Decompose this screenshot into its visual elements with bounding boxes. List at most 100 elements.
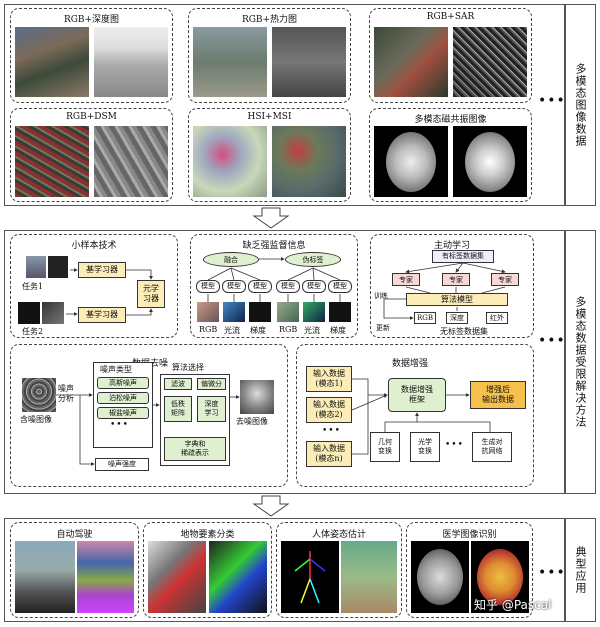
depth-map-image [94, 27, 168, 97]
panel-rgb-depth-title: RGB+深度图 [63, 15, 120, 25]
top-section-label: 多模态图像数据 [574, 63, 587, 147]
few-shot-title: 小样本技术 [71, 241, 117, 251]
bottom-section [4, 518, 565, 622]
input-modality-1-label: 输入数据 (模态1) [313, 369, 345, 388]
bottom-section-label: 典型应用 [574, 546, 587, 594]
noisy-image-label: 含噪图像 [20, 415, 52, 424]
driving-segmentation-image [77, 541, 134, 613]
depth-box: 深度 [446, 312, 468, 324]
msi-image [272, 126, 346, 197]
input-label-6: 梯度 [330, 326, 346, 335]
active-learning-title: 主动学习 [433, 241, 470, 251]
input-label-3: 梯度 [250, 326, 266, 335]
salt-noise-box: 椒盐噪声 [97, 407, 149, 419]
expert-box-1: 专家 [392, 273, 420, 286]
meta-learner-label: 元学 习器 [143, 284, 159, 303]
augmentation-framework-label: 数据增强 框架 [401, 385, 433, 404]
input-ellipsis: ••• [322, 426, 341, 436]
input-modality-2-label: 输入数据 (模态2) [313, 400, 345, 419]
low-rank-box: 低秩 矩阵 [164, 396, 192, 422]
input-thumb-6 [329, 302, 351, 322]
augmentation-framework-box: 数据增强 框架 [388, 378, 446, 412]
low-rank-label: 低秩 矩阵 [171, 400, 185, 417]
input-modality-1: 输入数据 (模态1) [306, 366, 352, 392]
gan-label: 生成对 抗网络 [481, 438, 503, 455]
task2-label: 任务2 [22, 327, 44, 336]
denoised-image-label: 去噪图像 [236, 417, 268, 426]
middle-section [4, 230, 565, 494]
panel-rgb-sar-title: RGB+SAR [426, 12, 475, 22]
model-box-3: 模型 [248, 280, 272, 293]
dictionary-sparse-label: 字典和 稀疏表示 [181, 440, 209, 457]
augment-ellipsis: ••• [445, 440, 464, 450]
noise-type-label: 噪声类型 [100, 365, 132, 374]
pose-tennis-image [341, 541, 397, 613]
task1-label: 任务1 [22, 282, 44, 291]
input-modality-2: 输入数据 (模态2) [306, 397, 352, 423]
geometric-transform-label: 几何 变换 [378, 438, 392, 455]
pseudo-label-oval: 伪标签 [285, 252, 341, 267]
optical-transform-label: 光学 变换 [418, 438, 432, 455]
medical-mri-image [411, 541, 469, 613]
gaussian-noise-box: 高斯噪声 [97, 377, 149, 389]
noisy-input-image [22, 378, 56, 412]
panel-rgb-thermal-title: RGB+热力图 [241, 15, 298, 25]
medical-segmentation-image [471, 541, 529, 613]
task1-image-a [26, 256, 46, 278]
medical-brain-gray [417, 549, 463, 605]
driving-scene-image [15, 541, 75, 613]
pose-skeleton-image [281, 541, 339, 613]
mri-brain-1 [386, 132, 436, 192]
bottom-section-label-box: 典型应用 [565, 518, 596, 622]
denoised-output-image [240, 380, 274, 414]
noise-analysis-label: 噪声 分析 [58, 384, 74, 403]
skeleton-drawing [294, 551, 326, 604]
panel-mri-title: 多模态磁共振图像 [414, 115, 487, 125]
input-modality-n: 输入数据 (模态n) [306, 441, 352, 467]
watermark: 知乎 @Pascal [474, 598, 552, 612]
fusion-oval: 融合 [203, 252, 259, 267]
noise-type-container [93, 362, 153, 448]
model-box-6: 模型 [328, 280, 352, 293]
task2-image-a [18, 302, 40, 324]
input-label-1: RGB [199, 325, 218, 334]
meta-learner: 元学 习器 [137, 280, 165, 308]
model-box-1: 模型 [196, 280, 220, 293]
input-thumb-4 [277, 302, 299, 322]
noise-strength-box: 噪声强度 [95, 458, 149, 471]
mri-image-1 [374, 126, 448, 197]
thermal-image [272, 27, 346, 97]
rgb-aerial-image [374, 27, 448, 97]
top-section-label-box: 多模态图像数据 [565, 4, 596, 206]
middle-section-label-box: 多模态数据受限解决方法 [565, 230, 596, 494]
input-thumb-3 [249, 302, 271, 322]
panel-hsi-msi-title: HSI+MSI [247, 112, 292, 122]
top-section [4, 4, 565, 206]
rgb-statue-image [15, 27, 89, 97]
rgb-bike-rack-image [193, 27, 267, 97]
model-box-5: 模型 [302, 280, 326, 293]
gan-box: 生成对 抗网络 [472, 432, 512, 462]
rgb-box: RGB [414, 312, 436, 324]
mri-image-2 [453, 126, 527, 197]
input-label-2: 光流 [224, 326, 240, 335]
land-cover-classification-image [209, 541, 267, 613]
input-thumb-1 [197, 302, 219, 322]
augmentation-title: 数据增强 [391, 359, 428, 369]
rgb-city-image [15, 126, 89, 197]
land-cover-aerial-image [148, 541, 206, 613]
app-pose-estimation-title: 人体姿态估计 [311, 530, 366, 540]
train-label: 训练 [374, 292, 388, 300]
top-ellipsis-1: ••• [538, 93, 566, 109]
weak-supervision-title: 缺乏强监督信息 [242, 241, 306, 251]
poisson-noise-box: 泊松噪声 [97, 392, 149, 404]
expert-box-3: 专家 [491, 273, 519, 286]
labeled-dataset-box: 有标签数据集 [432, 250, 494, 263]
task1-image-b [48, 256, 68, 278]
app-land-cover-title: 地物要素分类 [180, 530, 235, 540]
augmented-output-box: 增强后 输出数据 [470, 381, 526, 409]
dictionary-sparse-box: 字典和 稀疏表示 [164, 437, 226, 461]
deep-learning-label: 深度 学习 [204, 400, 219, 417]
deep-learning-box: 深度 学习 [197, 396, 226, 422]
